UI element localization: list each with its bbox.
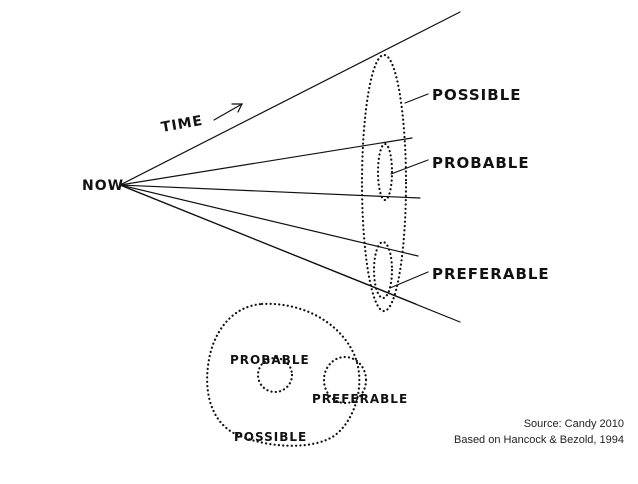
ray-top [119, 11, 461, 186]
venn-probable-circle [256, 356, 294, 394]
ray-bottom [119, 184, 461, 323]
source-line-1: Source: Candy 2010 [523, 418, 624, 430]
venn-possible-label: POSSIBLE [234, 430, 307, 444]
cone-possible-label: POSSIBLE [432, 86, 522, 104]
now-label: NOW [82, 178, 124, 194]
ray-3 [119, 184, 421, 199]
venn-probable-label: PROBABLE [230, 353, 310, 367]
ray-4 [119, 184, 419, 257]
source-line-2: Based on Hancock & Bezold, 1994 [453, 434, 624, 446]
time-label: TIME [160, 113, 204, 136]
cone-probable-label: PROBABLE [432, 154, 530, 172]
venn-preferable-label: PREFERABLE [312, 392, 408, 406]
venn-possible-blob [206, 302, 361, 447]
leader-lines [389, 93, 429, 289]
ray-2 [119, 137, 413, 186]
preferable-ellipse [372, 240, 394, 300]
possible-ellipse [360, 53, 408, 313]
time-arrow-icon [213, 103, 243, 121]
cone-preferable-label: PREFERABLE [432, 265, 550, 283]
cone-rays [119, 11, 461, 323]
probable-ellipse [376, 142, 394, 202]
venn-preferable-circle [322, 355, 368, 405]
